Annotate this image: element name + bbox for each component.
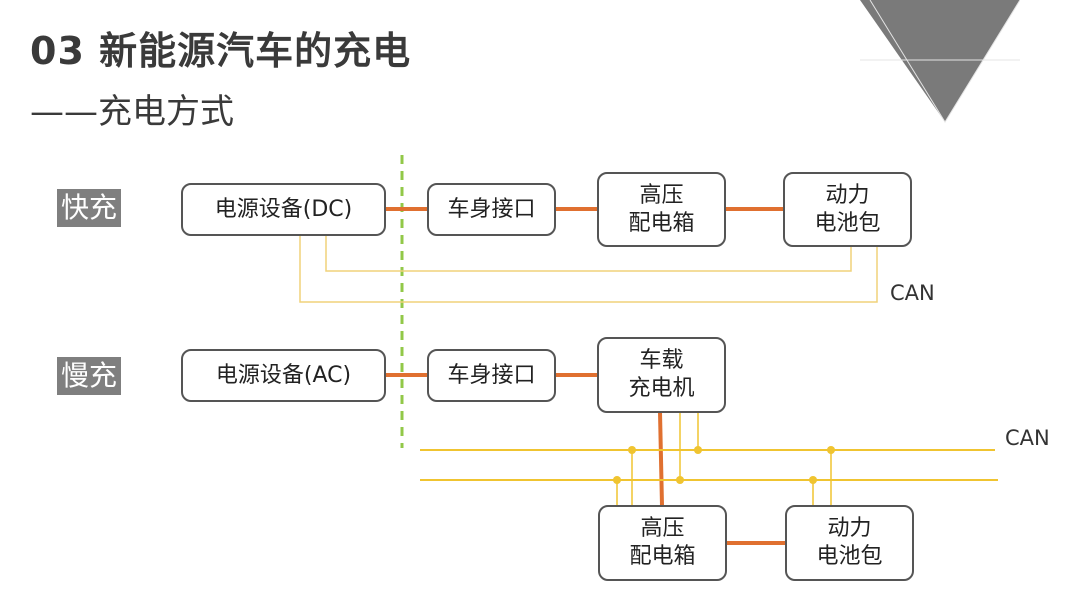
slow-hv-distribution-box: 高压 配电箱 (598, 505, 727, 581)
slow-charge-label: 慢充 (57, 357, 122, 395)
fast-hv-distribution-box: 高压 配电箱 (597, 172, 726, 247)
slow-vehicle-interface-box: 车身接口 (427, 349, 556, 402)
slow-onboard-charger-box: 车载 充电机 (597, 337, 726, 413)
slow-battery-pack-box: 动力 电池包 (785, 505, 914, 581)
fast-dc-power-supply-box: 电源设备(DC) (181, 183, 386, 236)
slow-power-line-vertical (658, 411, 664, 507)
fast-battery-pack-box: 动力 电池包 (783, 172, 912, 247)
page-subtitle: ——充电方式 (30, 92, 234, 132)
corner-triangle-decoration (860, 0, 1020, 123)
page-title: 03 新能源汽车的充电 (30, 29, 412, 73)
fast-vehicle-interface-box: 车身接口 (427, 183, 556, 236)
fast-can-label: CAN (890, 281, 935, 305)
fast-can-line-inner (325, 235, 852, 272)
fast-charge-label: 快充 (57, 189, 122, 227)
slow-can-label: CAN (1005, 426, 1050, 450)
fast-can-line-outer (299, 235, 878, 303)
slow-ac-power-supply-box: 电源设备(AC) (181, 349, 386, 402)
